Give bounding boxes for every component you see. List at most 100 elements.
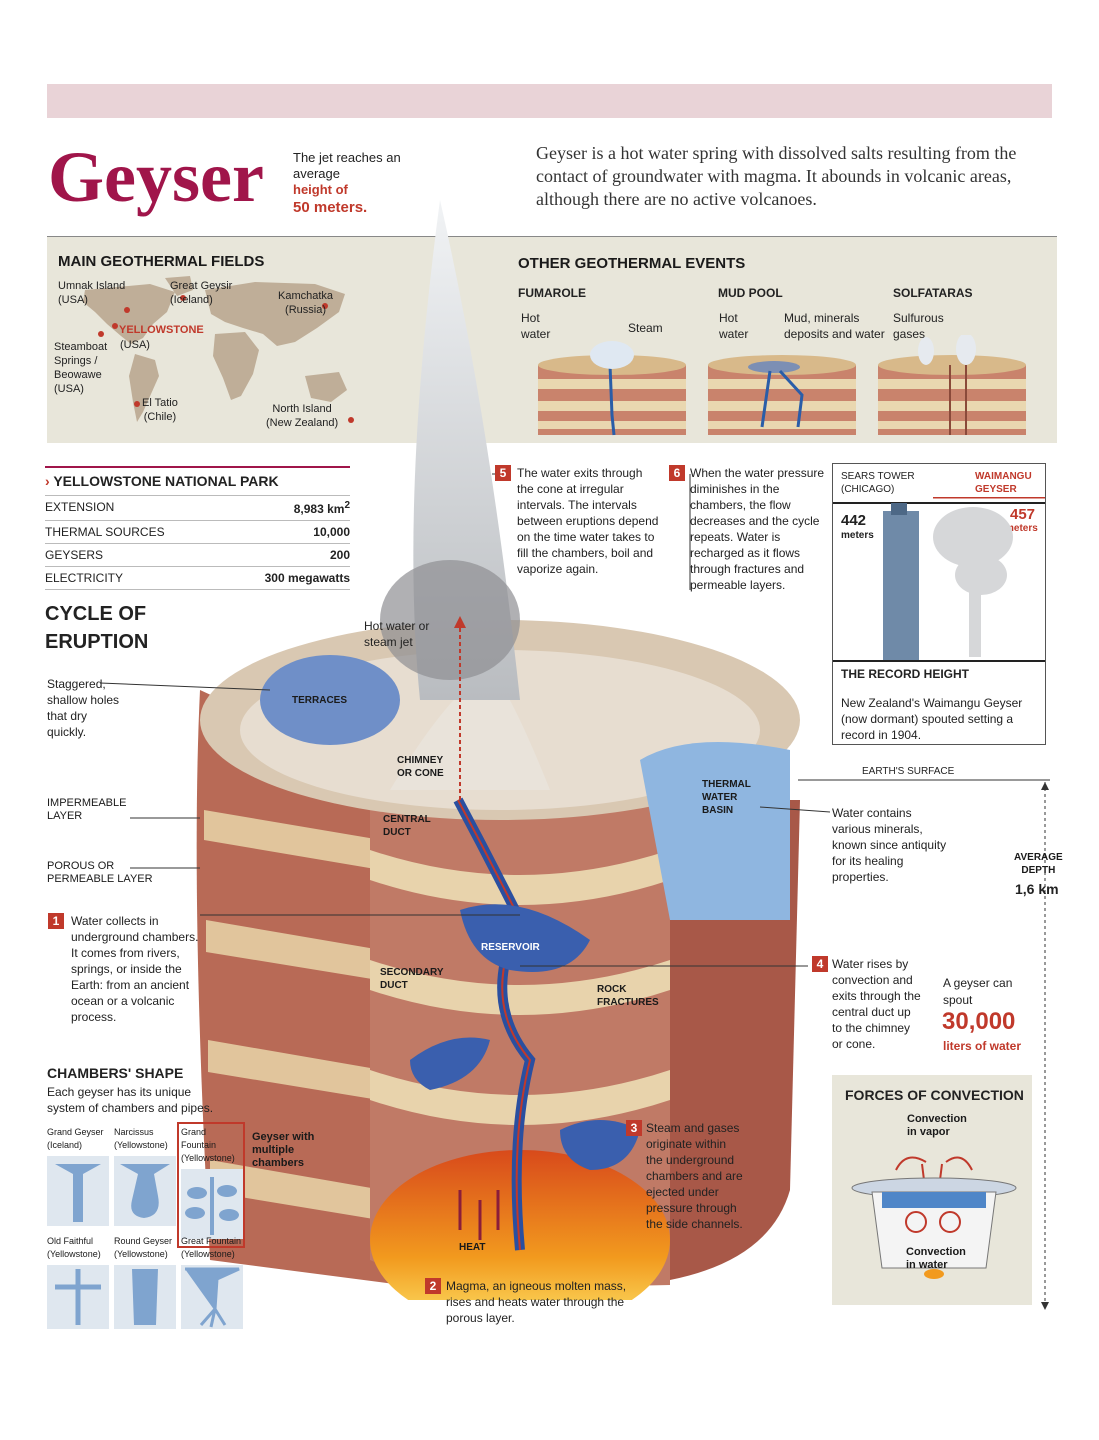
- record-heading: THE RECORD HEIGHT: [841, 667, 970, 681]
- park-row-value: 200: [329, 548, 350, 562]
- fumarole-steam: Steam: [628, 321, 663, 335]
- record-box: [832, 463, 1046, 745]
- secondary-chamber: [410, 1037, 490, 1090]
- map-umnak: Umnak Island (USA): [58, 280, 126, 306]
- intro-text: Geyser is a hot water spring with dissol…: [536, 143, 1017, 209]
- mudpool-minerals: Mud, minerals deposits and water: [784, 311, 885, 341]
- map-geysir: Great Geysir (Iceland): [170, 280, 233, 306]
- label-hot-water-jet: Hot water or steam jet: [364, 619, 430, 649]
- mudpool-hot-water: Hot water: [719, 311, 749, 341]
- waimangu-unit: meters: [1005, 523, 1038, 534]
- eurasia-shape: [205, 282, 345, 346]
- waimangu-value: 457: [1010, 506, 1036, 523]
- greenland-shape: [165, 276, 193, 296]
- mudpool-title: MUD POOL: [718, 286, 783, 300]
- map-yellowstone: YELLOWSTONE: [119, 324, 204, 336]
- step-text: Magma, an igneous molten mass, rises and…: [446, 1279, 627, 1325]
- chamber-diagram: [181, 1169, 243, 1239]
- flame-icon: [924, 1269, 944, 1279]
- step-number: 5: [495, 465, 511, 481]
- map-yellowstone-country: (USA): [120, 339, 150, 351]
- pot-illustration: [851, 1156, 1017, 1279]
- park-heading-text: YELLOWSTONE NATIONAL PARK: [53, 473, 279, 489]
- label-earth-surface: EARTH'S SURFACE: [862, 766, 955, 777]
- impermeable-label: IMPERMEABLE LAYER: [47, 797, 127, 822]
- world-map: [83, 276, 354, 423]
- park-row: GEYSERS 200: [45, 543, 350, 566]
- cycle-heading: CYCLE OF ERUPTION: [45, 603, 149, 653]
- step-5: 5 The water exits through the cone at ir…: [495, 465, 658, 577]
- step-1: 1 Water collects in underground chambers…: [48, 913, 198, 1025]
- jet-line4: 50 meters.: [293, 199, 368, 216]
- chamber-round-geyser: Round Geyser (Yellowstone): [114, 1235, 176, 1334]
- chamber-old-faithful: Old Faithful (Yellowstone): [47, 1235, 109, 1334]
- sears-value: 442: [841, 512, 867, 529]
- map-steamboat: Steamboat Springs / Beowawe (USA): [54, 341, 108, 395]
- park-row-label: EXTENSION: [45, 500, 115, 514]
- chambers-multi-note: Geyser with multiple chambers: [252, 1131, 315, 1169]
- chamber-grand-fountain: Grand Fountain (Yellowstone): [177, 1122, 245, 1248]
- step-4: 4 Water rises by convection and exits th…: [812, 956, 921, 1052]
- park-table: › YELLOWSTONE NATIONAL PARK EXTENSION 8,…: [45, 466, 350, 590]
- step-2: 2 Magma, an igneous molten mass, rises a…: [425, 1278, 626, 1326]
- australia-shape: [305, 372, 347, 402]
- fumarole-block: [538, 341, 686, 436]
- spout-unit: liters of water: [943, 1039, 1022, 1053]
- chamber-narcissus: Narcissus (Yellowstone): [114, 1126, 176, 1231]
- avg-depth-value: 1,6 km: [1015, 881, 1059, 897]
- mudpool-block: [708, 355, 856, 435]
- label-reservoir: RESERVOIR: [481, 942, 540, 953]
- sears-unit: meters: [841, 530, 874, 541]
- label-heat: HEAT: [459, 1242, 486, 1253]
- thermal-basin: [640, 742, 790, 920]
- step-number: 4: [812, 956, 828, 972]
- spout-value: 30,000: [942, 1008, 1016, 1035]
- chamber-name: Grand Geyser (Iceland): [47, 1127, 104, 1150]
- north-america-shape: [83, 284, 175, 344]
- sears-label: SEARS TOWER (CHICAGO): [841, 471, 915, 495]
- record-illustration: [833, 497, 1045, 662]
- top-band: [47, 84, 1052, 118]
- chamber-grand-geyser: Grand Geyser (Iceland): [47, 1126, 109, 1231]
- park-row: ELECTRICITY 300 megawatts: [45, 566, 350, 590]
- porous-label: POROUS OR PERMEABLE LAYER: [47, 860, 153, 885]
- chamber-name: Grand Fountain (Yellowstone): [181, 1127, 235, 1163]
- record-text: New Zealand's Waimangu Geyser (now dorma…: [841, 696, 1023, 742]
- park-row-value: 8,983 km2: [293, 500, 350, 516]
- chamber-name: Old Faithful (Yellowstone): [47, 1236, 101, 1259]
- map-north-island: North Island (New Zealand): [266, 403, 339, 429]
- avg-depth-label: AVERAGE DEPTH: [1014, 852, 1063, 876]
- step-text: Steam and gases originate within the und…: [646, 1121, 743, 1231]
- solfataras-title: SOLFATARAS: [893, 286, 973, 300]
- staggered-note: Staggered, shallow holes that dry quickl…: [47, 677, 120, 739]
- step-text: Water rises by convection and exits thro…: [832, 957, 921, 1051]
- geyser-cross-section: [196, 200, 800, 1300]
- label-thermal-basin: THERMAL WATER BASIN: [702, 779, 751, 816]
- convection-vapor: Convection in vapor: [907, 1113, 967, 1138]
- park-row-value: 10,000: [313, 525, 350, 539]
- step-number: 2: [425, 1278, 441, 1294]
- chamber-great-fountain: Great Fountain (Yellowstone): [181, 1235, 243, 1334]
- step-number: 1: [48, 913, 64, 929]
- fumarole-hot-water: Hot water: [521, 311, 551, 341]
- step-6: 6 When the water pressure diminishes in …: [669, 465, 824, 593]
- reservoir: [460, 904, 590, 972]
- park-row: THERMAL SOURCES 10,000: [45, 520, 350, 543]
- map-tatio: El Tatio (Chile): [142, 397, 178, 423]
- chimney-cone: [390, 670, 550, 790]
- park-row-label: GEYSERS: [45, 548, 104, 562]
- park-row: EXTENSION 8,983 km2: [45, 495, 350, 520]
- jet-line2: average: [293, 166, 340, 181]
- spout-line2: spout: [943, 993, 973, 1007]
- label-terraces: TERRACES: [292, 695, 348, 706]
- events-heading: OTHER GEOTHERMAL EVENTS: [518, 255, 746, 272]
- label-central-duct: CENTRAL DUCT: [383, 814, 431, 838]
- park-heading: › YELLOWSTONE NATIONAL PARK: [45, 468, 350, 489]
- spout-line1: A geyser can: [943, 976, 1013, 990]
- chamber-diagram: [47, 1156, 109, 1226]
- side-chamber: [560, 1120, 640, 1170]
- chevron-right-icon: ›: [45, 473, 50, 489]
- chambers-desc: Each geyser has its unique system of cha…: [47, 1085, 214, 1115]
- chamber-name: Great Fountain (Yellowstone): [181, 1236, 242, 1259]
- step-text: When the water pressure diminishes in th…: [690, 466, 825, 592]
